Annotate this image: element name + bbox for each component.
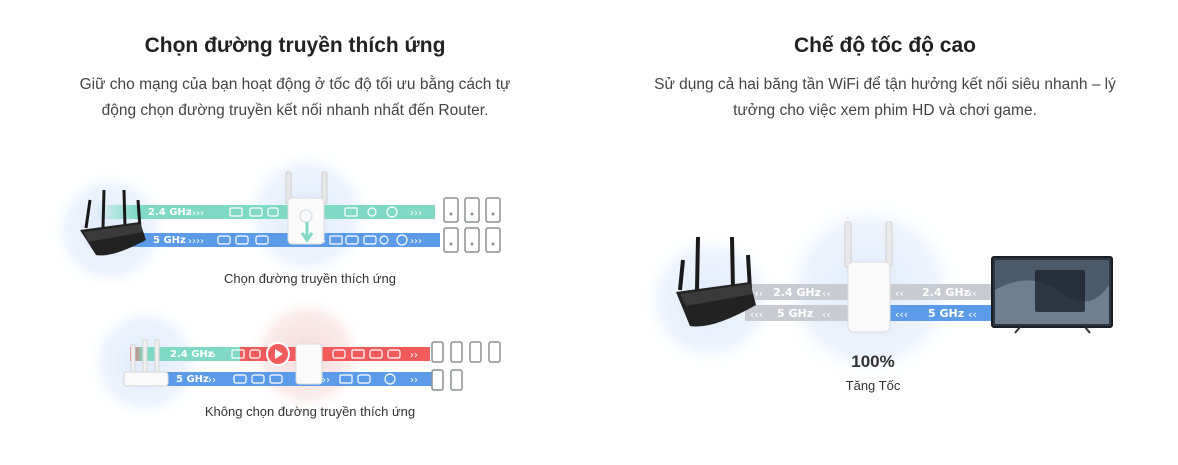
band-5-label: 5 GHz: [176, 374, 209, 385]
diagram-caption: Chọn đường truyền thích ứng: [224, 271, 396, 286]
band-24-label: 2.4 GHz: [148, 207, 192, 218]
section-description: Giữ cho mạng của bạn hoạt động ở tốc độ …: [35, 72, 555, 124]
svg-text:‹‹‹: ‹‹‹: [750, 308, 763, 321]
app-icons: [217, 206, 408, 246]
svg-text:››: ››: [322, 375, 330, 386]
description-line: Sử dụng cả hai băng tần WiFi để tận hưởn…: [654, 76, 1116, 93]
section-title: Chọn đường truyền thích ứng: [144, 34, 446, 57]
router-icon: [80, 189, 146, 256]
svg-text:››: ››: [208, 375, 216, 386]
svg-text:››››: ››››: [188, 236, 204, 247]
speed-label: Tăng Tốc: [845, 378, 901, 393]
svg-text:››: ››: [410, 375, 418, 386]
phone-icons: [431, 341, 501, 391]
description-line: Giữ cho mạng của bạn hoạt động ở tốc độ …: [79, 76, 511, 93]
svg-text:‹‹‹: ‹‹‹: [895, 308, 908, 321]
app-icons: [231, 349, 401, 385]
router-icon: [123, 339, 169, 387]
svg-text:‹‹: ‹‹: [822, 287, 831, 300]
svg-text:››: ››: [410, 350, 418, 361]
extender-icon: [295, 343, 323, 385]
band-24-label: 2.4 GHz: [922, 286, 970, 299]
description-line: động chọn đường truyền kết nối nhanh nhấ…: [101, 102, 489, 119]
extender-icon: [844, 221, 893, 333]
band-24-right: [890, 284, 995, 300]
band-5-left: [745, 305, 855, 321]
band-5-label: 5 GHz: [153, 235, 186, 246]
router-icon: [676, 236, 756, 327]
diagram-adaptive: ›››› ›››› ››› ››› ››: [48, 147, 501, 292]
diagram-high-speed: ‹‹‹ ‹‹ ‹‹‹ ‹‹ ‹‹ ‹‹‹ ‹‹ ‹‹: [640, 195, 1113, 385]
diagram-caption: Không chọn đường truyền thích ứng: [204, 404, 416, 419]
description-line: tưởng cho việc xem phim HD và chơi game.: [733, 102, 1037, 119]
section-title: Chế độ tốc độ cao: [793, 34, 976, 57]
speed-percent: 100%: [851, 352, 895, 371]
band-5-label: 5 GHz: [777, 307, 814, 320]
band-24-line: [95, 205, 435, 219]
svg-text:››››: ››››: [188, 208, 204, 219]
band-24-left: [745, 284, 855, 300]
svg-text:‹‹: ‹‹: [968, 287, 977, 300]
arrow-chevrons: ›› ›› ›› ›› ››: [208, 350, 418, 386]
section-description: Sử dụng cả hai băng tần WiFi để tận hưởn…: [620, 72, 1150, 124]
tv-icon: [991, 256, 1113, 334]
band-24-label: 2.4 GHz: [170, 349, 214, 360]
band-5-label: 5 GHz: [928, 307, 965, 320]
phone-icons: [443, 197, 501, 253]
svg-text:››: ››: [208, 350, 216, 361]
svg-text:‹‹: ‹‹: [895, 287, 904, 300]
band-5-right: [890, 305, 995, 321]
svg-text:›››: ›››: [410, 208, 422, 219]
diagram-non-adaptive: ›› ›› ›› ›› ››: [85, 295, 501, 422]
svg-text:‹‹: ‹‹: [968, 308, 977, 321]
extender-icon: [285, 171, 328, 245]
svg-text:‹‹: ‹‹: [822, 308, 831, 321]
arrow-chevrons: ‹‹‹ ‹‹ ‹‹‹ ‹‹ ‹‹ ‹‹‹ ‹‹ ‹‹: [750, 287, 977, 321]
wifi-icons: [449, 212, 495, 246]
arrow-down-icon: [300, 222, 314, 243]
band-24-label: 2.4 GHz: [773, 286, 821, 299]
svg-text:›››: ›››: [410, 236, 422, 247]
